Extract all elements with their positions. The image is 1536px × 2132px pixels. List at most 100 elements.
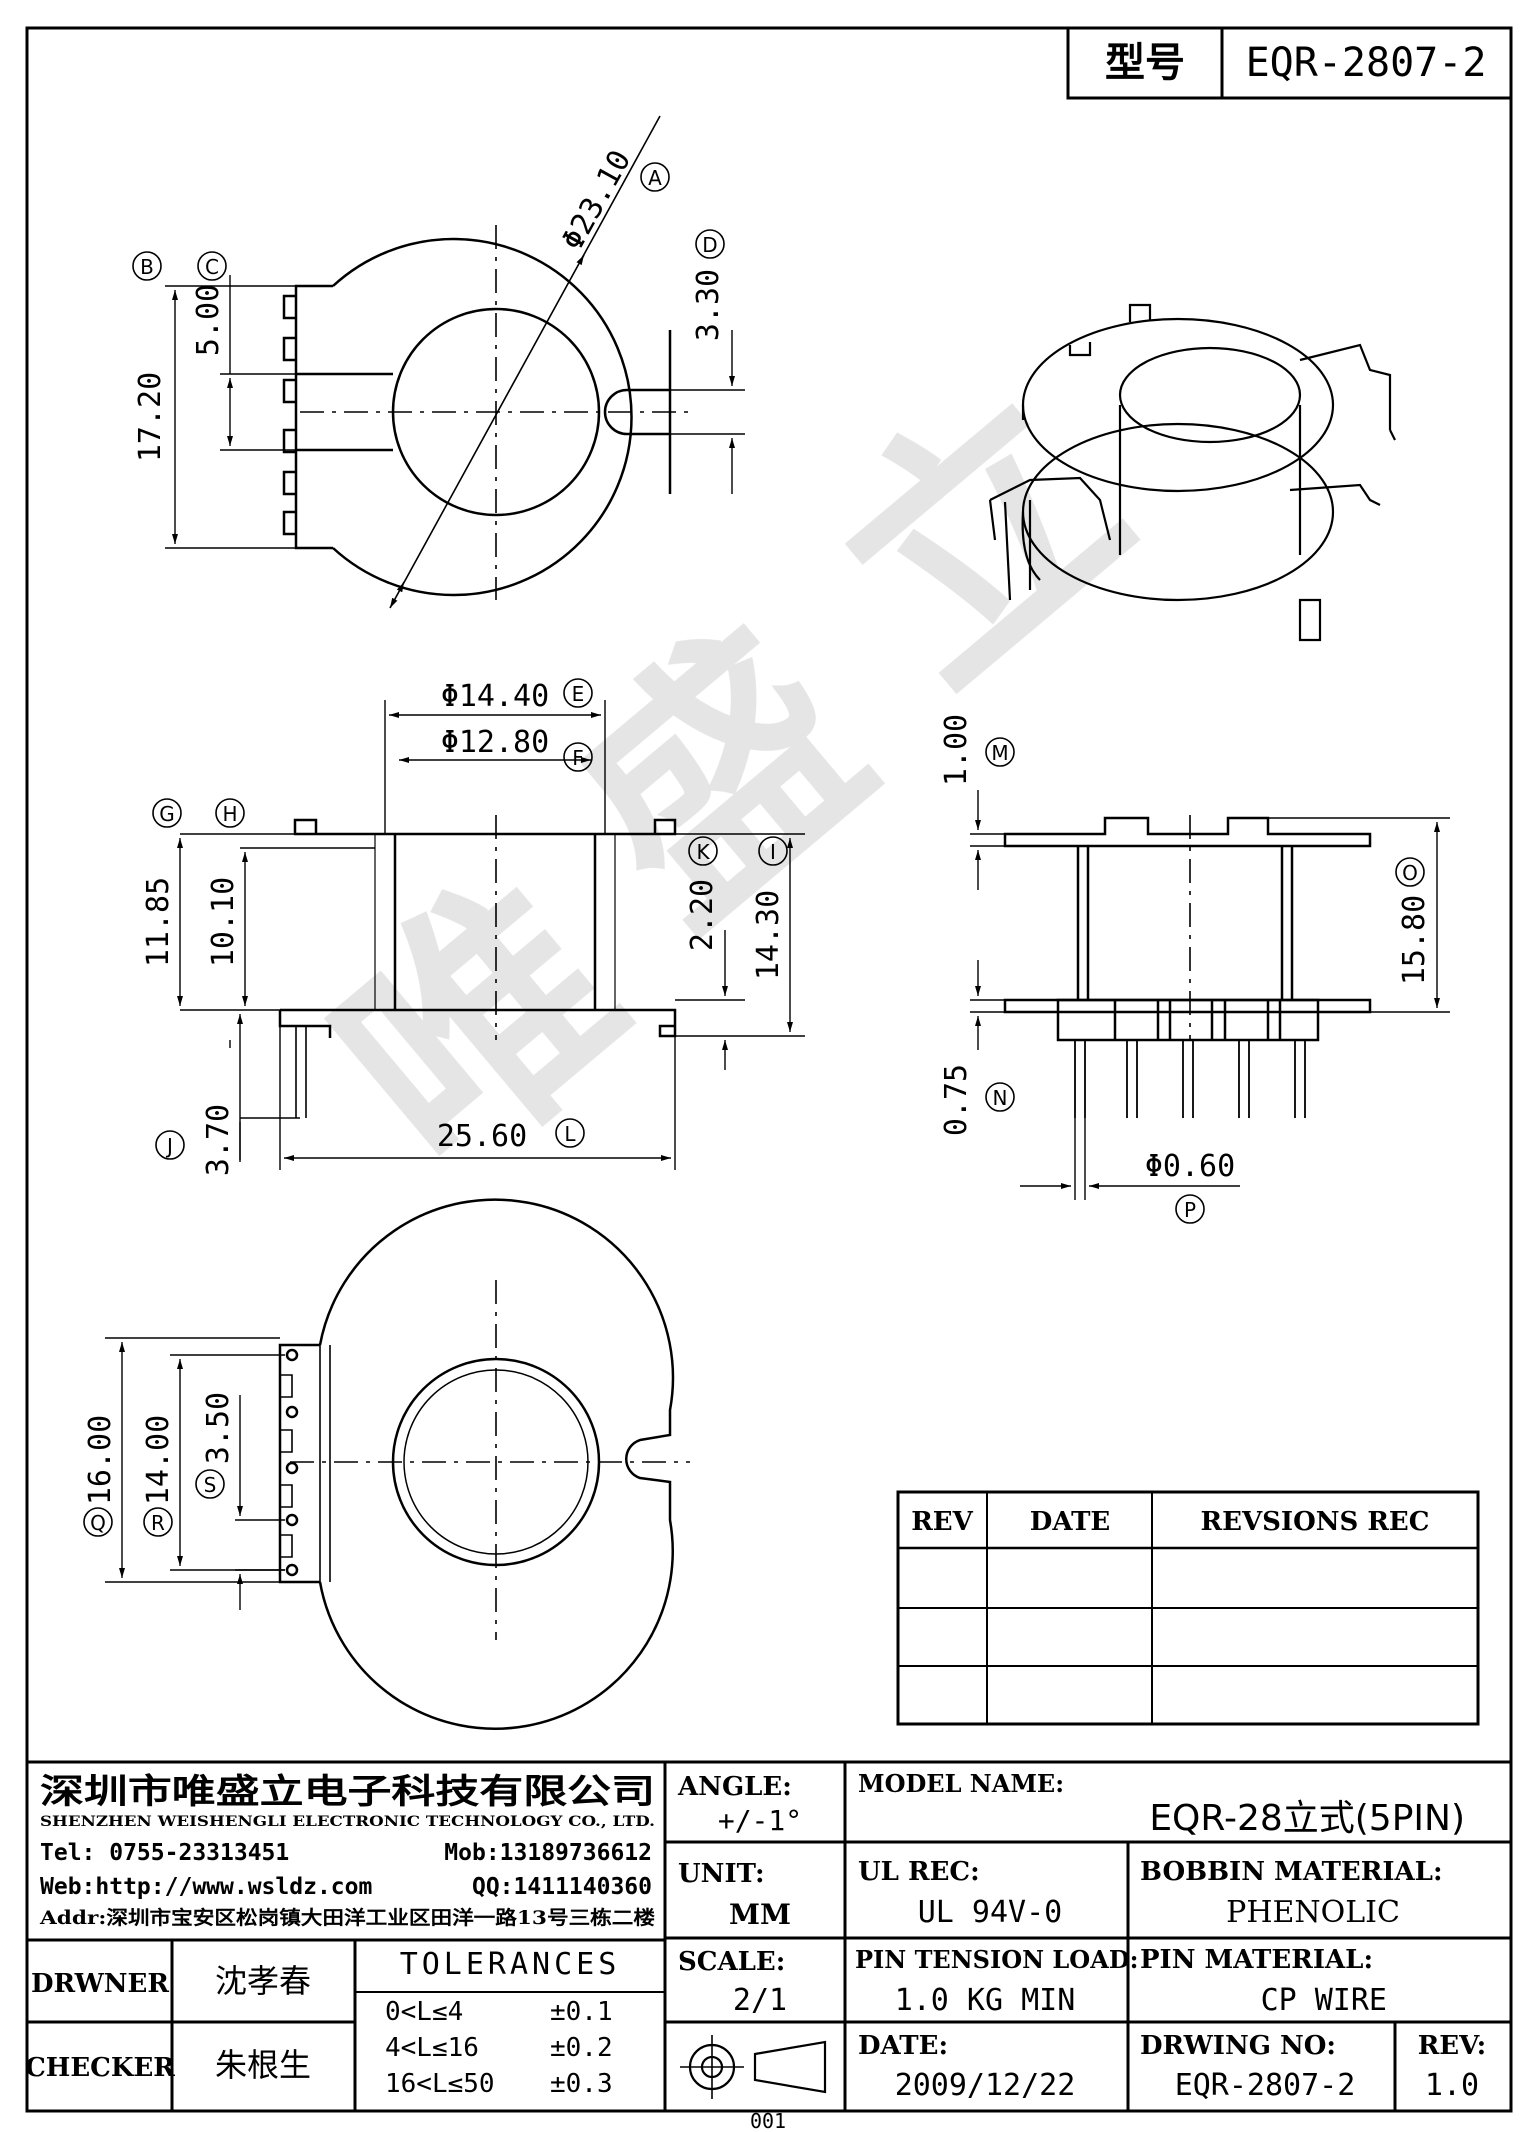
dim-p-text: Φ0.60	[1145, 1149, 1235, 1184]
tolerance-label: TOLERANCES	[400, 1947, 621, 1982]
top-view	[165, 115, 745, 609]
svg-text:D: D	[702, 233, 717, 257]
marker-g: G	[152, 798, 182, 828]
dim-l-text: 25.60	[437, 1119, 527, 1154]
svg-text:S: S	[204, 1473, 217, 1497]
tol-row-1-value: ±0.1	[550, 1997, 613, 2027]
bottom-view	[105, 1198, 690, 1730]
scale-value: 2/1	[733, 1983, 787, 2018]
revision-table	[896, 1490, 1480, 1726]
drawer-value: 沈孝春	[215, 1962, 311, 2000]
svg-text:J: J	[165, 1134, 173, 1158]
dim-b-text: 17.20	[133, 372, 168, 462]
dim-k-text: 2.20	[685, 879, 720, 951]
marker-p: P	[1175, 1194, 1205, 1224]
tol-row-3-range: 16<L≤50	[385, 2069, 495, 2099]
marker-a: A	[640, 162, 670, 192]
model-value: EQR-2807-2	[1246, 40, 1487, 86]
isometric-view	[988, 303, 1396, 642]
date-value: 2009/12/22	[895, 2068, 1076, 2103]
bobbin-value: PHENOLIC	[1226, 1895, 1400, 1930]
marker-c: C	[197, 251, 227, 281]
side-view	[970, 790, 1450, 1200]
dim-e-text: Φ14.40	[441, 679, 549, 714]
dim-m-text: 1.00	[939, 714, 974, 786]
watermark-char-1: 唯	[286, 829, 679, 1227]
marker-d: D	[695, 229, 725, 259]
checker-label: CHECKER	[25, 2053, 175, 2083]
company-name-cn: 深圳市唯盛立电子科技有限公司	[40, 1772, 655, 1812]
company-name-en: SHENZHEN WEISHENGLI ELECTRONIC TECHNOLOG…	[40, 1814, 655, 1830]
svg-text:Q: Q	[90, 1511, 106, 1535]
svg-text:H: H	[222, 802, 237, 826]
rev-header-date: DATE	[1030, 1507, 1110, 1537]
unit-value: MM	[729, 1898, 791, 1931]
svg-text:L: L	[564, 1122, 576, 1146]
dim-g-text: 11.85	[141, 877, 176, 967]
rev-value: 1.0	[1425, 2068, 1479, 2103]
svg-text:A: A	[648, 166, 662, 190]
tol-row-3-value: ±0.3	[550, 2069, 613, 2099]
model-name-label: MODEL NAME:	[858, 1769, 1064, 1798]
company-web: Web:http://www.wsldz.com	[40, 1874, 372, 1900]
front-view	[177, 700, 805, 1170]
dim-h-text: 10.10	[206, 877, 241, 967]
model-label: 型号	[1105, 40, 1185, 86]
checker-value: 朱根生	[215, 2046, 311, 2084]
rev-header-rev: REV	[911, 1507, 973, 1537]
date-label: DATE:	[858, 2031, 948, 2061]
tol-row-1-range: 0<L≤4	[385, 1997, 463, 2027]
company-addr: Addr:深圳市宝安区松岗镇大田洋工业区田洋一路13号三栋二楼	[39, 1906, 655, 1929]
bobbin-label: BOBBIN MATERIAL:	[1140, 1857, 1443, 1887]
marker-f: F	[563, 742, 593, 772]
svg-text:P: P	[1184, 1198, 1196, 1222]
company-tel: Tel: 0755-23313451	[40, 1840, 289, 1866]
dim-d-text: 3.30	[691, 269, 726, 341]
company-mob: Mob:13189736612	[444, 1840, 652, 1866]
angle-value: +/-1°	[718, 1804, 802, 1837]
dim-o-text: 15.80	[1397, 895, 1432, 985]
svg-text:O: O	[1402, 861, 1418, 885]
marker-r: R	[143, 1507, 173, 1537]
svg-text:F: F	[572, 746, 584, 770]
svg-text:E: E	[572, 682, 585, 706]
marker-l: L	[555, 1118, 585, 1148]
title-block	[27, 1760, 1511, 2111]
pin-tension-label: PIN TENSION LOAD:	[855, 1945, 1139, 1974]
dim-f-text: Φ12.80	[441, 725, 549, 760]
marker-s: S	[195, 1469, 225, 1499]
model-name-value: EQR-28立式(5PIN)	[1149, 1798, 1465, 1839]
marker-b: B	[132, 251, 162, 281]
dim-r-text: 14.00	[141, 1415, 176, 1505]
marker-n: N	[985, 1082, 1015, 1112]
outer-frame	[25, 26, 1513, 2113]
marker-j: J	[155, 1130, 185, 1160]
ul-label: UL REC:	[858, 1857, 980, 1887]
marker-o: O	[1395, 857, 1425, 887]
svg-text:R: R	[151, 1511, 165, 1535]
svg-text:I: I	[770, 840, 776, 864]
dim-n-text: 0.75	[939, 1064, 974, 1136]
model-header: 型号 EQR-2807-2	[1066, 26, 1513, 100]
svg-text:B: B	[140, 255, 154, 279]
tol-row-2-value: ±0.2	[550, 2033, 613, 2063]
svg-text:G: G	[159, 802, 175, 826]
svg-text:K: K	[696, 840, 710, 864]
dim-s-text: 3.50	[201, 1392, 236, 1464]
page-number: 001	[750, 2109, 786, 2132]
marker-k: K	[688, 836, 718, 866]
marker-e: E	[563, 678, 593, 708]
marker-q: Q	[83, 1507, 113, 1537]
svg-text:N: N	[993, 1086, 1008, 1110]
dim-j-text: 3.70	[201, 1104, 236, 1176]
dim-i-text: 14.30	[751, 890, 786, 980]
marker-i: I	[758, 836, 788, 866]
drawing-no-value: EQR-2807-2	[1175, 2068, 1356, 2103]
rev-header-rec: REVSIONS REC	[1201, 1507, 1430, 1537]
unit-label: UNIT:	[678, 1859, 765, 1889]
scale-label: SCALE:	[678, 1947, 785, 1977]
marker-m: M	[985, 737, 1015, 767]
drawer-label: DRWNER	[31, 1969, 169, 1999]
pin-material-label: PIN MATERIAL:	[1140, 1945, 1373, 1975]
